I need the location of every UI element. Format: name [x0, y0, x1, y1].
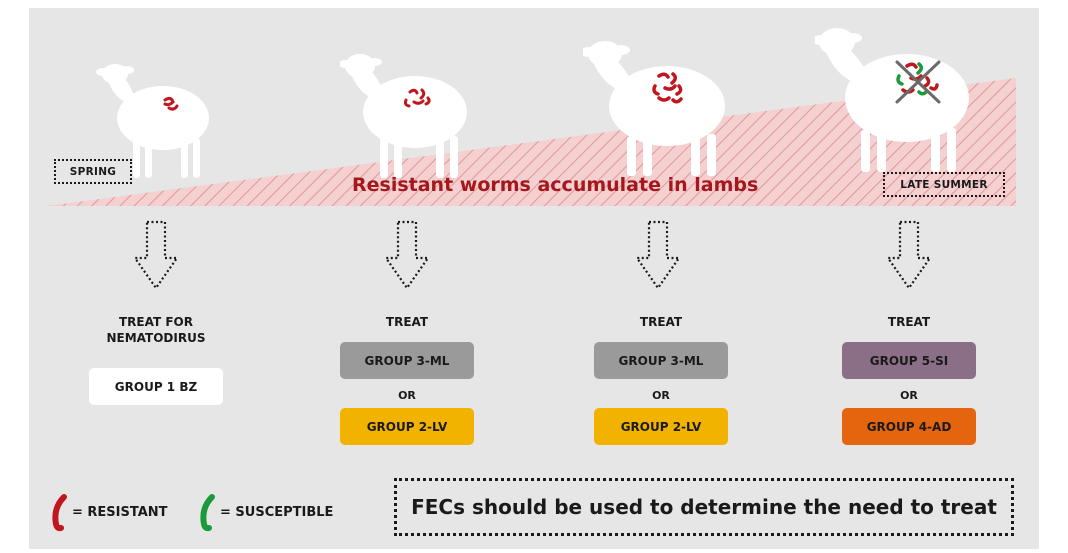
- stage-1-heading-line2: NEMATODIRUS: [106, 331, 206, 345]
- dotted-down-arrow-icon: [886, 220, 932, 290]
- dotted-down-arrow-icon: [384, 220, 430, 290]
- spring-label: SPRING: [54, 159, 132, 184]
- late-summer-label: LATE SUMMER: [883, 172, 1005, 197]
- legend-resistant-label: = RESISTANT: [72, 505, 168, 520]
- group-3-ml-option: GROUP 3-ML: [340, 342, 474, 379]
- susceptible-worm-icon: [200, 494, 215, 532]
- stage-1-heading: TREAT FOR NEMATODIRUS: [86, 314, 226, 346]
- dotted-down-arrow-icon: [635, 220, 681, 290]
- group-2-lv-option: GROUP 2-LV: [594, 408, 728, 445]
- or-label: OR: [398, 389, 416, 402]
- group-3-ml-option: GROUP 3-ML: [594, 342, 728, 379]
- group-2-lv-option: GROUP 2-LV: [340, 408, 474, 445]
- group-4-ad-option: GROUP 4-AD: [842, 408, 976, 445]
- legend-susceptible-label: = SUSCEPTIBLE: [220, 505, 334, 520]
- fec-note: FECs should be used to determine the nee…: [394, 478, 1014, 536]
- sheep-silhouette-icon: [340, 54, 467, 178]
- or-label: OR: [900, 389, 918, 402]
- stage-1-heading-line1: TREAT FOR: [119, 315, 193, 329]
- sheep-silhouette-icon: [96, 64, 209, 178]
- cross-out-icon: [895, 60, 941, 104]
- banner-text: Resistant worms accumulate in lambs: [352, 174, 759, 196]
- or-label: OR: [652, 389, 670, 402]
- sheep-silhouette-icon: [815, 28, 969, 172]
- resistant-worm-icon: [52, 494, 67, 532]
- stage-3-heading: TREAT: [639, 315, 683, 329]
- sheep-silhouette-icon: [583, 41, 725, 176]
- stage-2-heading: TREAT: [385, 315, 429, 329]
- group-1-bz-option: GROUP 1 BZ: [89, 368, 223, 405]
- dotted-down-arrow-icon: [133, 220, 179, 290]
- stage-4-heading: TREAT: [887, 315, 931, 329]
- group-5-si-option: GROUP 5-SI: [842, 342, 976, 379]
